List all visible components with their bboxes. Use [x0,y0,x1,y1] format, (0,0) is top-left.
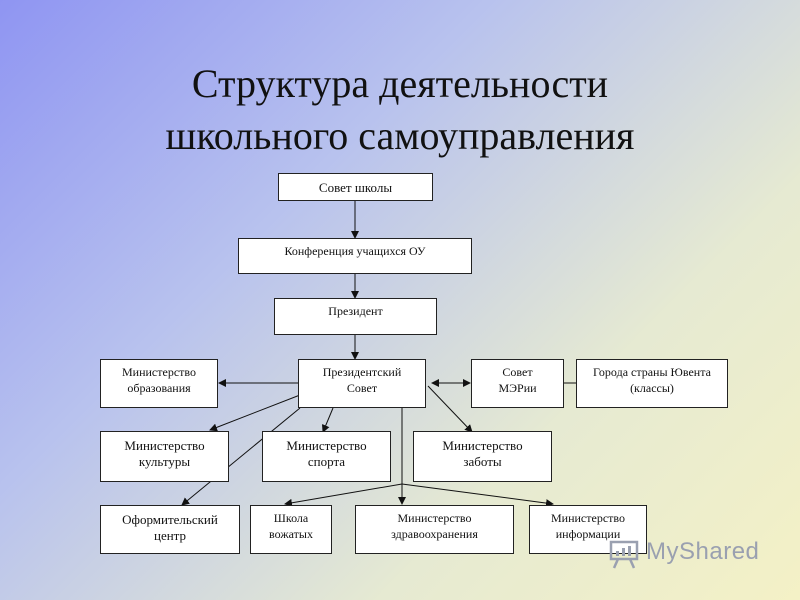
node-ministerstvo-obrazovania: Министерство образования [100,359,218,408]
node-ministerstvo-kultury: Министерство культуры [100,431,229,482]
watermark: MyShared [608,536,788,572]
page-title: Структура деятельности школьного самоупр… [0,58,800,162]
node-sovet-meri: Совет МЭРии [471,359,564,408]
node-goroda: Города страны Ювента (классы) [576,359,728,408]
presentation-board-icon [609,540,639,569]
node-ministerstvo-informacii: Министерство информации [529,505,647,554]
node-oformitelsky-centr: Оформительский центр [100,505,240,554]
arrow-sovet-to-sporta [322,407,334,433]
node-prezidentsky-sovet: Президентский Совет [298,359,426,408]
title-line-1: Структура деятельности [191,61,609,106]
title-line-2: школьного самоуправления [165,113,635,158]
arrow-sovet-to-kultury [209,394,301,432]
node-sovet-shkoly: Совет школы [278,173,433,201]
node-ministerstvo-sporta: Министерство спорта [262,431,391,482]
node-konferencia: Конференция учащихся ОУ [238,238,472,274]
arrow-hub-to-vozhatyh [284,483,403,507]
watermark-text: MyShared [646,538,760,565]
arrow-sovet-to-zaboty [427,385,473,433]
arrow-sovet-to-oformitelsky [181,407,301,506]
node-ministerstvo-zaboty: Министерство заботы [413,431,552,482]
node-ministerstvo-zdravoohranenia: Министерство здравоохранения [355,505,514,554]
node-shkola-vozhatyh: Школа вожатых [250,505,332,554]
node-prezident: Президент [274,298,437,335]
arrow-hub-to-informacii [401,483,554,508]
